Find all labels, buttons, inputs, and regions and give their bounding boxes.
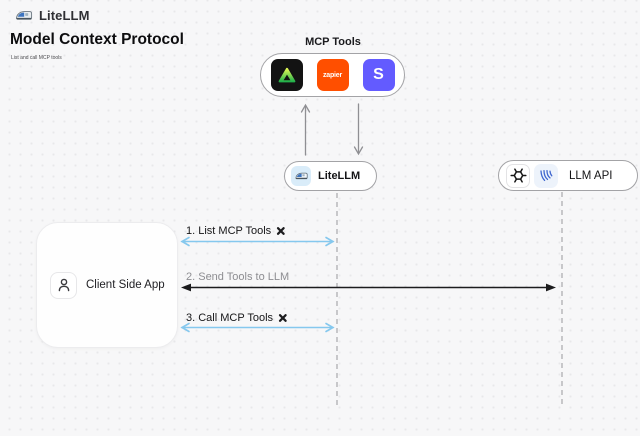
flow-arrow-1	[180, 236, 335, 247]
llm-provider-icon	[534, 163, 558, 188]
arrow-litellm-to-mcp	[300, 103, 311, 156]
triangle-logo-icon	[270, 59, 303, 91]
flow-3-text: 3. Call MCP Tools	[186, 312, 274, 324]
train-logo-icon	[16, 11, 33, 20]
flow-arrow-2	[181, 283, 556, 292]
stripe-letter: S	[373, 66, 384, 83]
flow-3-label: 3. Call MCP Tools	[186, 312, 289, 324]
brand: LiteLLM	[14, 8, 90, 23]
mcp-tools-label: MCP Tools	[305, 36, 361, 48]
litellm-node: LiteLLM	[284, 161, 377, 191]
zapier-wordmark: zapier	[322, 71, 343, 79]
client-side-app-node: Client Side App	[36, 222, 178, 348]
page-subtitle: List and call MCP tools	[11, 55, 62, 61]
flow-2-label: 2. Send Tools to LLM	[186, 271, 289, 283]
mcp-tools-box: zapier S	[260, 53, 405, 97]
flow-1-text: 1. List MCP Tools	[186, 225, 272, 237]
client-node-label: Client Side App	[86, 279, 165, 291]
llm-api-node: LLM API	[498, 160, 638, 191]
flow-arrow-3	[180, 322, 335, 333]
tools-icon	[277, 227, 285, 235]
person-icon	[50, 271, 77, 299]
stripe-icon: S	[362, 59, 395, 91]
page-title: Model Context Protocol	[10, 31, 184, 48]
litellm-train-icon	[291, 166, 311, 186]
arrow-mcp-to-litellm	[353, 103, 364, 156]
openai-icon	[506, 163, 530, 188]
litellm-node-label: LiteLLM	[318, 170, 361, 182]
zapier-icon: zapier	[316, 59, 349, 91]
flow-1-label: 1. List MCP Tools	[186, 225, 287, 237]
brand-label: LiteLLM	[39, 8, 90, 23]
llm-api-node-label: LLM API	[569, 169, 613, 182]
flow-2-text: 2. Send Tools to LLM	[186, 271, 290, 283]
tools-icon	[278, 314, 287, 322]
